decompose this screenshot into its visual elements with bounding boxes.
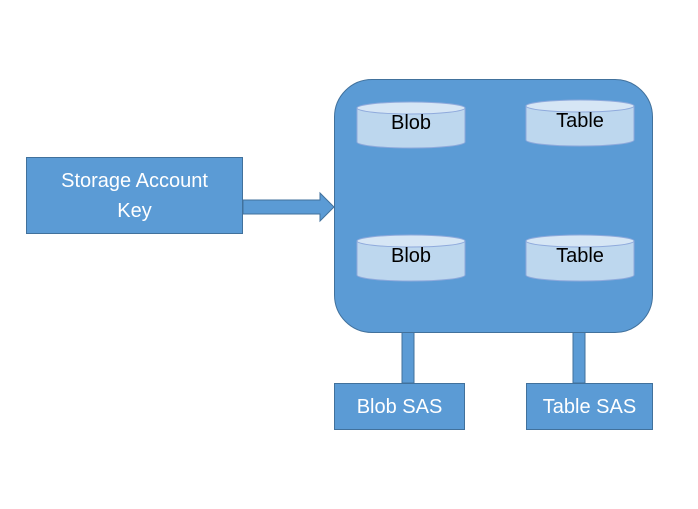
table-cylinder-label: Table — [556, 110, 604, 132]
table-cylinder-label: Table — [556, 245, 604, 267]
storage-account-key-box: Storage Account Key — [26, 157, 243, 234]
database-icon — [356, 101, 466, 149]
database-icon — [356, 234, 466, 282]
blob-cylinder-label: Blob — [390, 112, 432, 134]
blob-sas-box: Blob SAS — [334, 383, 465, 430]
table-cylinder: Table — [525, 98, 635, 148]
blob-cylinder: Blob — [356, 233, 466, 283]
table-sas-box: Table SAS — [526, 383, 653, 430]
storage-account-key-label: Storage Account Key — [61, 169, 208, 222]
arrow-key-to-storage — [242, 191, 335, 223]
blob-cylinder-label: Blob — [390, 245, 432, 267]
blob-cylinder: Blob — [356, 100, 466, 150]
table-sas-label: Table SAS — [542, 395, 637, 418]
database-icon — [525, 99, 635, 147]
table-cylinder: Table — [525, 233, 635, 283]
blob-sas-label: Blob SAS — [356, 395, 443, 418]
database-icon — [525, 234, 635, 282]
